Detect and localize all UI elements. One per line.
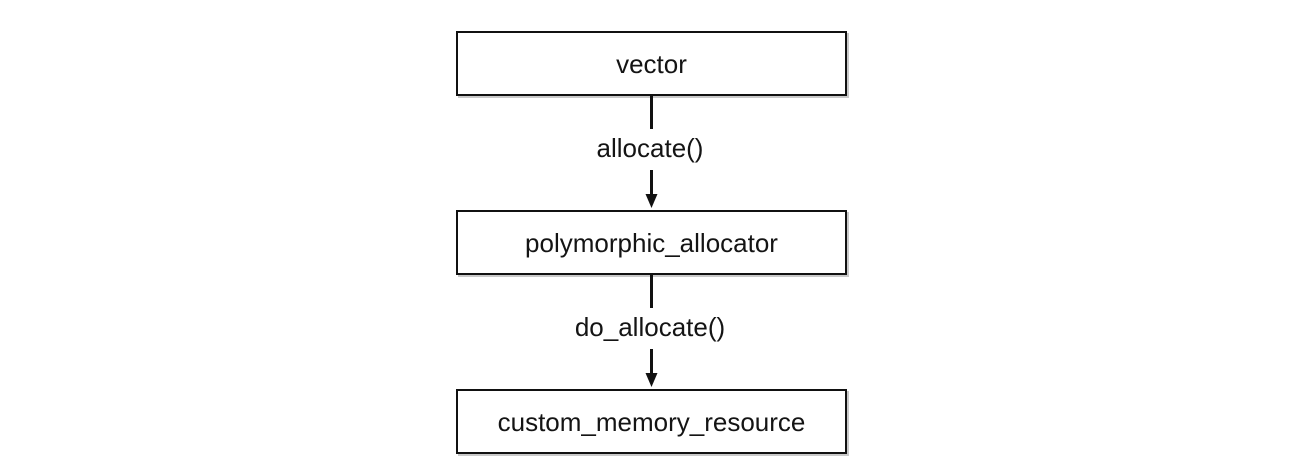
edge-allocate-stem [650,96,653,129]
node-custom-memory-resource[interactable]: custom_memory_resource [456,389,847,454]
edge-do-allocate: do_allocate() [0,275,1300,389]
edge-do-allocate-label: do_allocate() [574,312,726,342]
arrow-down-icon [627,170,675,210]
node-custom-memory-resource-label: custom_memory_resource [497,406,806,437]
node-vector-label: vector [616,48,687,79]
node-vector[interactable]: vector [456,31,847,96]
node-polymorphic-allocator[interactable]: polymorphic_allocator [456,210,847,275]
arrow-down-icon [627,349,675,389]
node-polymorphic-allocator-label: polymorphic_allocator [525,227,778,258]
edge-allocate: allocate() [0,96,1300,210]
edge-allocate-label: allocate() [596,133,704,163]
edge-do-allocate-stem [650,275,653,308]
